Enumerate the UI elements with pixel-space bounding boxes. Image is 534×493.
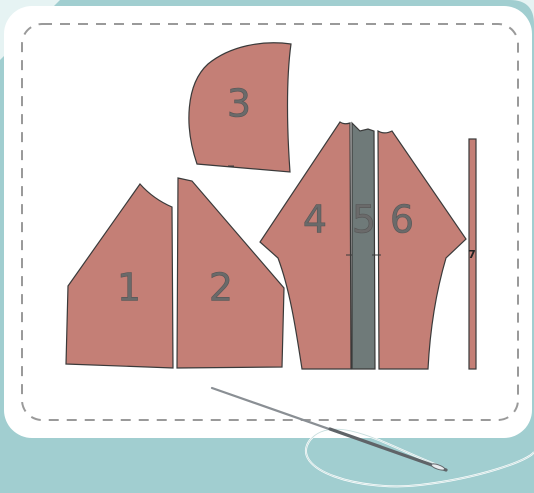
piece-label-3: 3: [227, 82, 251, 126]
piece-label-5: 5: [352, 198, 376, 242]
piece-label-7: 7: [468, 248, 476, 261]
pattern-piece-1: [65, 183, 174, 369]
piece-label-1: 1: [117, 266, 141, 310]
stitch-border: [21, 23, 519, 421]
piece-label-4: 4: [303, 198, 327, 242]
thread-shadow: [305, 428, 534, 487]
pattern-piece-2: [176, 177, 285, 369]
pattern-piece-7: [468, 138, 477, 370]
needle-icon: [210, 386, 448, 472]
pattern-piece-5: [351, 121, 376, 370]
piece-label-2: 2: [209, 266, 233, 310]
notch-marks: [228, 165, 381, 256]
pattern-piece-4: [259, 121, 352, 370]
piece-label-6: 6: [390, 198, 414, 242]
pattern-piece-3: [188, 42, 292, 173]
pattern-piece-6: [377, 129, 467, 370]
